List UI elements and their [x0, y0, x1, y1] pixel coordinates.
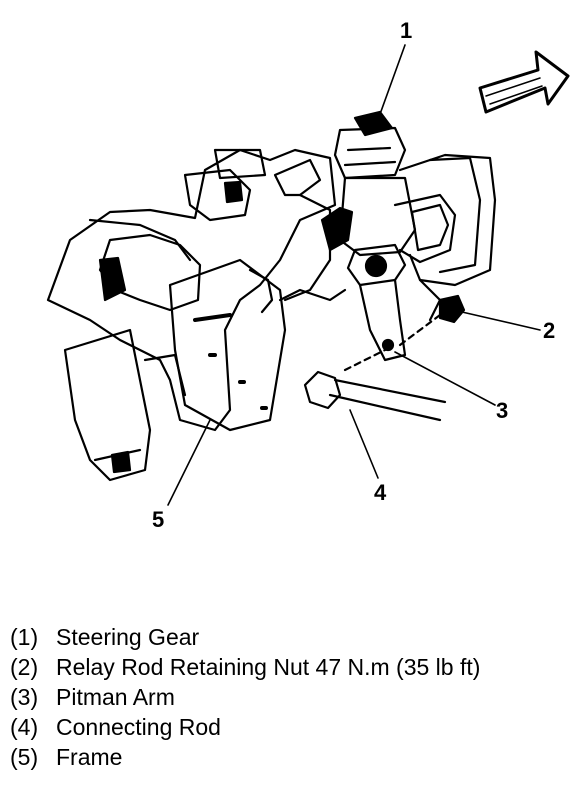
- legend-item: (5) Frame: [10, 744, 570, 774]
- legend-number: (1): [10, 624, 39, 650]
- legend-number: (3): [10, 684, 39, 710]
- legend-number: (5): [10, 744, 39, 770]
- callout-label: 5: [152, 507, 165, 532]
- steering-assembly-diagram: [46, 44, 570, 506]
- legend-number: (2): [10, 654, 39, 680]
- legend-label: Relay Rod Retaining Nut 47 N.m (35 lb ft…: [56, 654, 481, 680]
- legend-item: (1) Steering Gear: [10, 624, 570, 654]
- callout-label: 3: [496, 398, 509, 423]
- legend-item: (2) Relay Rod Retaining Nut 47 N.m (35 l…: [10, 654, 570, 684]
- frame-part: [46, 148, 347, 482]
- callout-label: 2: [543, 318, 556, 343]
- retaining-nut-part: [398, 294, 466, 347]
- legend-label: Frame: [56, 744, 123, 770]
- legend-label: Steering Gear: [56, 624, 200, 650]
- legend-item: (3) Pitman Arm: [10, 684, 570, 714]
- pitman-arm-part: [346, 243, 407, 362]
- steering-gear-part: [320, 110, 497, 322]
- legend-number: (4): [10, 714, 39, 740]
- callout-leader-lines: [167, 44, 541, 506]
- callout-label: 4: [374, 480, 387, 505]
- connecting-rod-part: [303, 348, 447, 422]
- legend-item: (4) Connecting Rod: [10, 714, 570, 744]
- callout-label: 1: [400, 18, 413, 43]
- parts-legend: (1) Steering Gear (2) Relay Rod Retainin…: [10, 624, 570, 774]
- direction-arrow-icon: [478, 50, 570, 114]
- legend-label: Connecting Rod: [56, 714, 221, 740]
- legend-label: Pitman Arm: [56, 684, 175, 710]
